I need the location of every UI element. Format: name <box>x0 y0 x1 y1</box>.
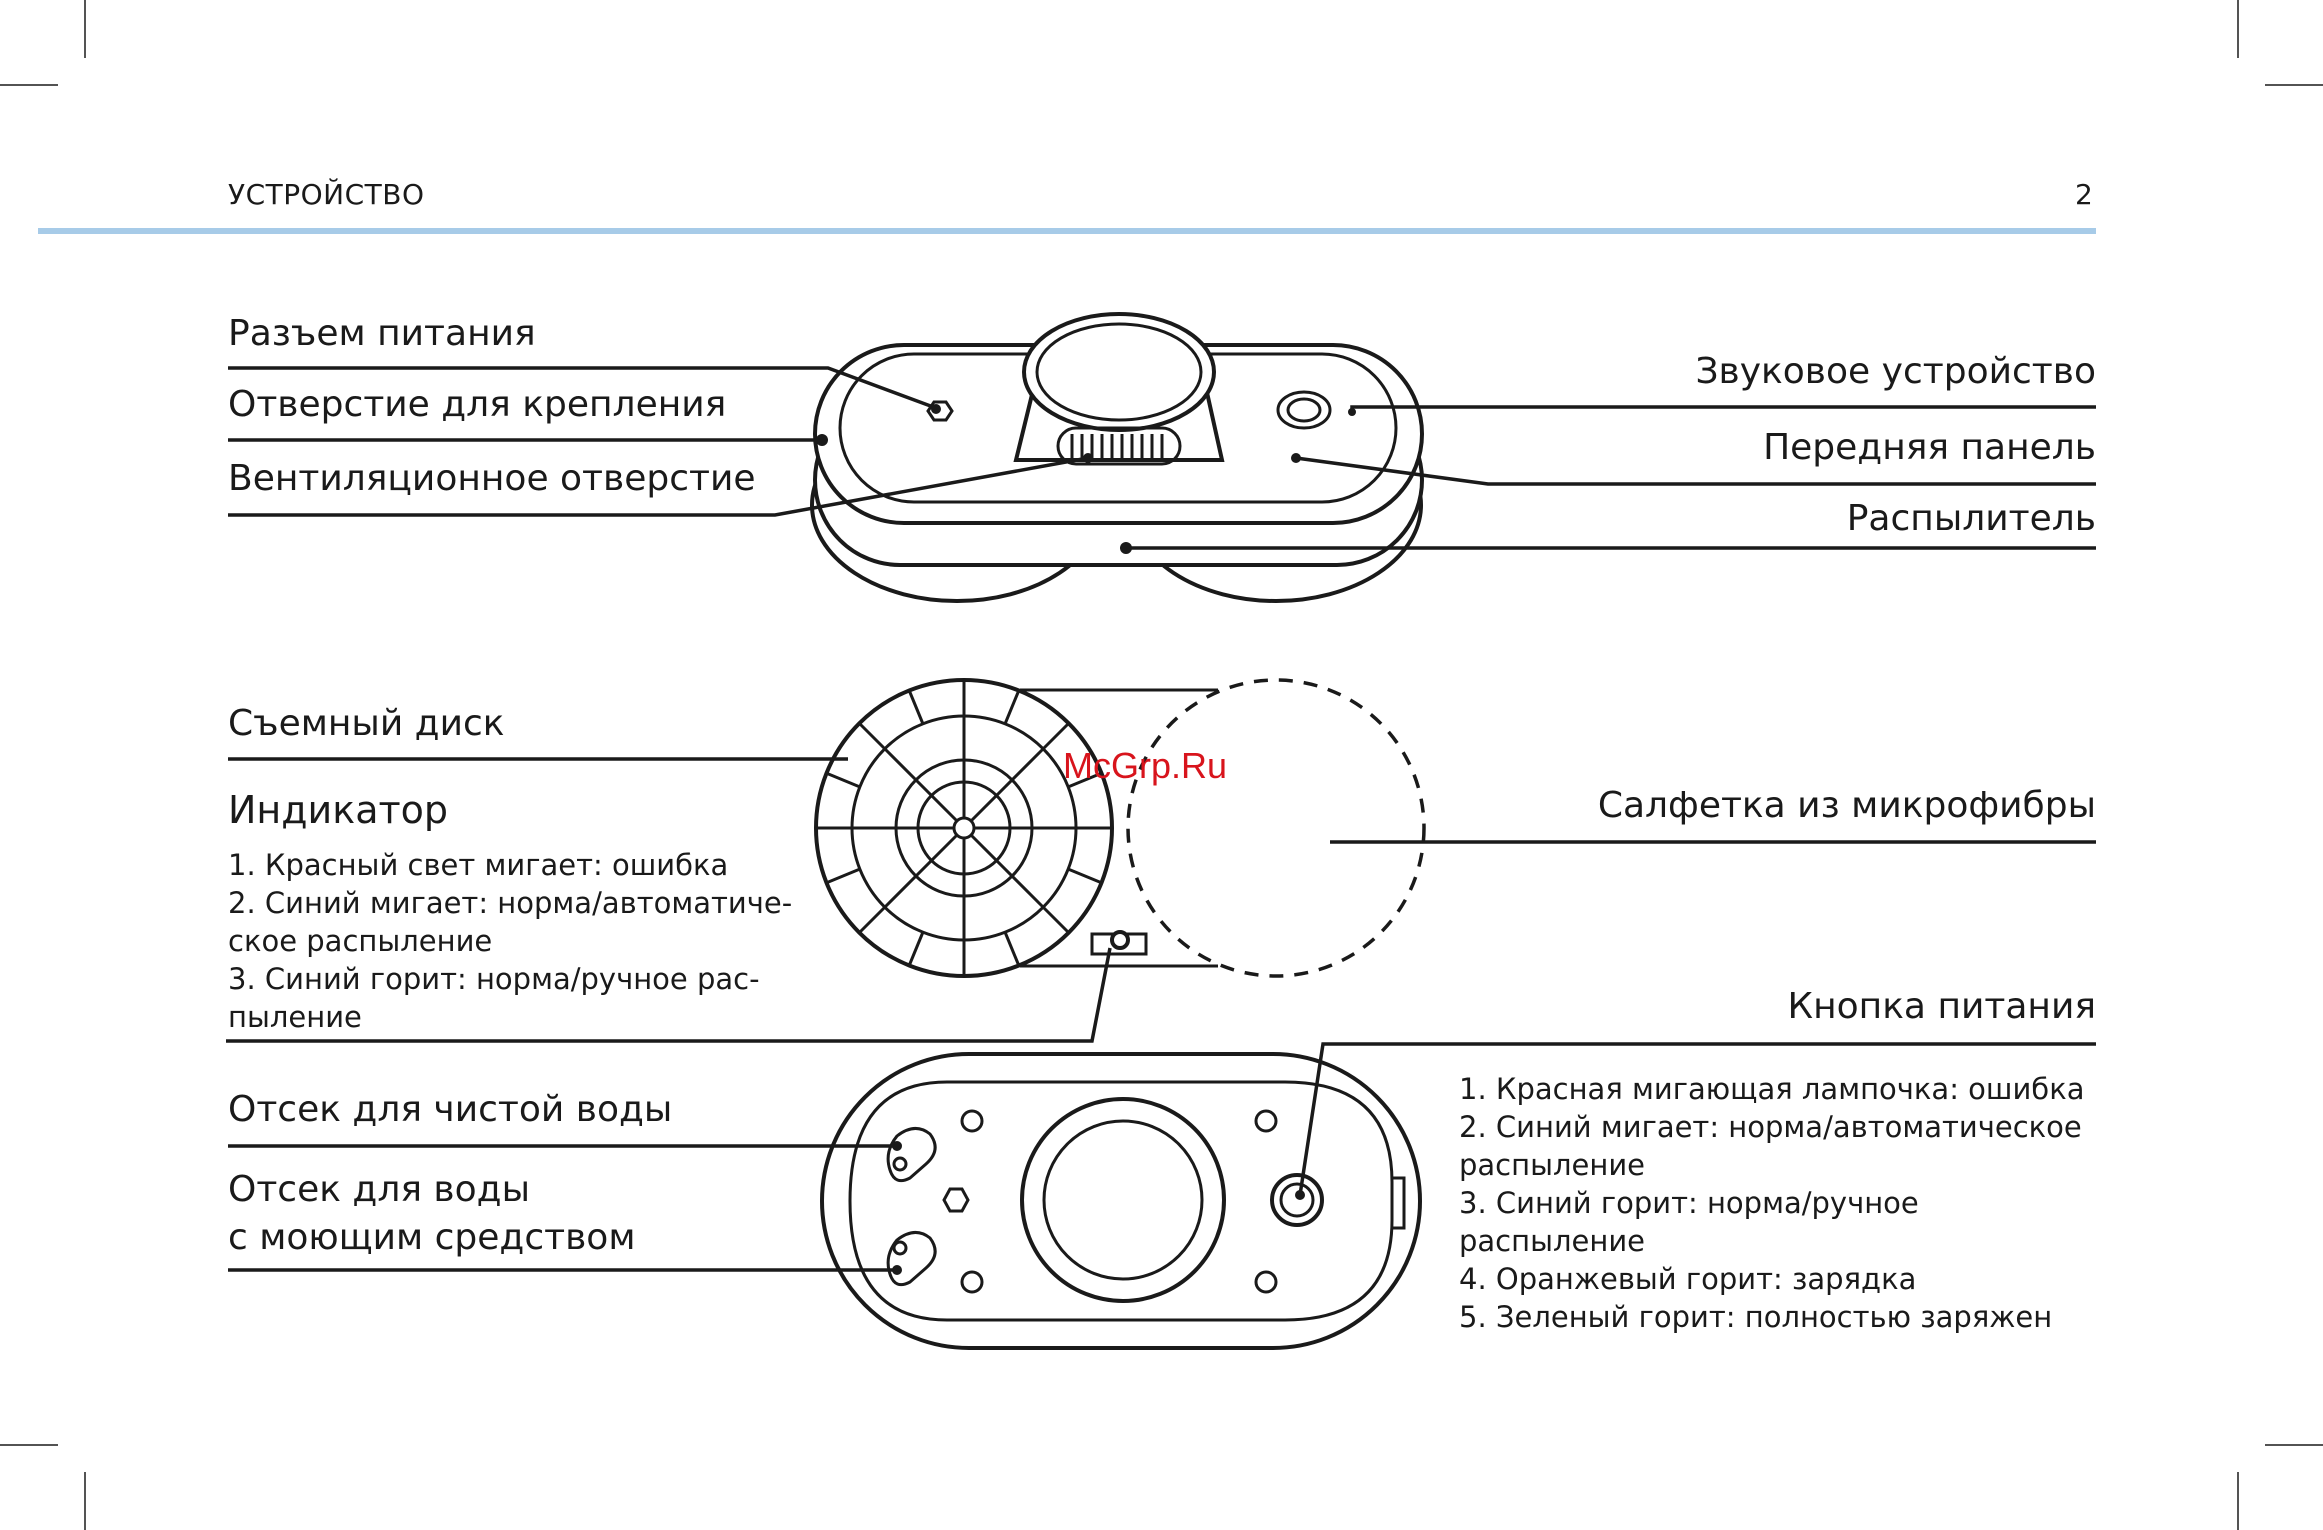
vent-slots <box>1070 434 1164 458</box>
label-clean-water-tank: Отсек для чистой воды <box>228 1089 673 1130</box>
indicator-line-4: 3. Синий горит: норма/ручное рас- <box>228 962 760 996</box>
power-state-line-3: распыление <box>1459 1148 1646 1182</box>
label-power-button: Кнопка питания <box>1787 986 2096 1027</box>
power-state-line-5: распыление <box>1459 1224 1646 1258</box>
section-title: УСТРОЙСТВО <box>228 178 425 211</box>
indicator-line-5: пыление <box>228 1000 362 1034</box>
microfiber-cloth-outline <box>1126 678 1426 978</box>
label-detergent-tank-line-2: с моющим средством <box>228 1217 636 1258</box>
power-state-line-4: 3. Синий горит: норма/ручное <box>1459 1186 1919 1220</box>
label-speaker: Звуковое устройство <box>1695 351 2096 392</box>
power-state-line-7: 5. Зеленый горит: полностью заряжен <box>1459 1300 2053 1334</box>
watermark: McGrp.Ru <box>1063 745 1228 786</box>
indicator-line-2: 2. Синий мигает: норма/автоматиче- <box>228 886 793 920</box>
label-removable-disc: Съемный диск <box>228 703 505 744</box>
power-state-line-1: 1. Красная мигающая лампочка: ошибка <box>1459 1072 2085 1106</box>
label-mount-hole: Отверстие для крепления <box>228 384 727 425</box>
robot-bottom-view <box>820 1052 1422 1350</box>
power-state-line-6: 4. Оранжевый горит: зарядка <box>1459 1262 1917 1296</box>
label-power-connector: Разъем питания <box>228 313 536 354</box>
indicator-line-1: 1. Красный свет мигает: ошибка <box>228 848 729 882</box>
indicator-title: Индикатор <box>228 788 448 832</box>
page-number: 2 <box>2075 178 2094 211</box>
label-detergent-tank-line-1: Отсек для воды <box>228 1169 530 1210</box>
indicator-line-3: ское распыление <box>228 924 493 958</box>
label-sprayer: Распылитель <box>1846 498 2096 539</box>
label-front-panel: Передняя панель <box>1763 427 2096 468</box>
label-microfiber-cloth: Салфетка из микрофибры <box>1597 785 2096 826</box>
removable-disc <box>814 678 1114 978</box>
label-vent-hole: Вентиляционное отверстие <box>228 458 756 499</box>
power-state-line-2: 2. Синий мигает: норма/автоматическое <box>1459 1110 2082 1144</box>
header-rule <box>38 228 2096 234</box>
robot-side-view <box>810 312 1424 603</box>
